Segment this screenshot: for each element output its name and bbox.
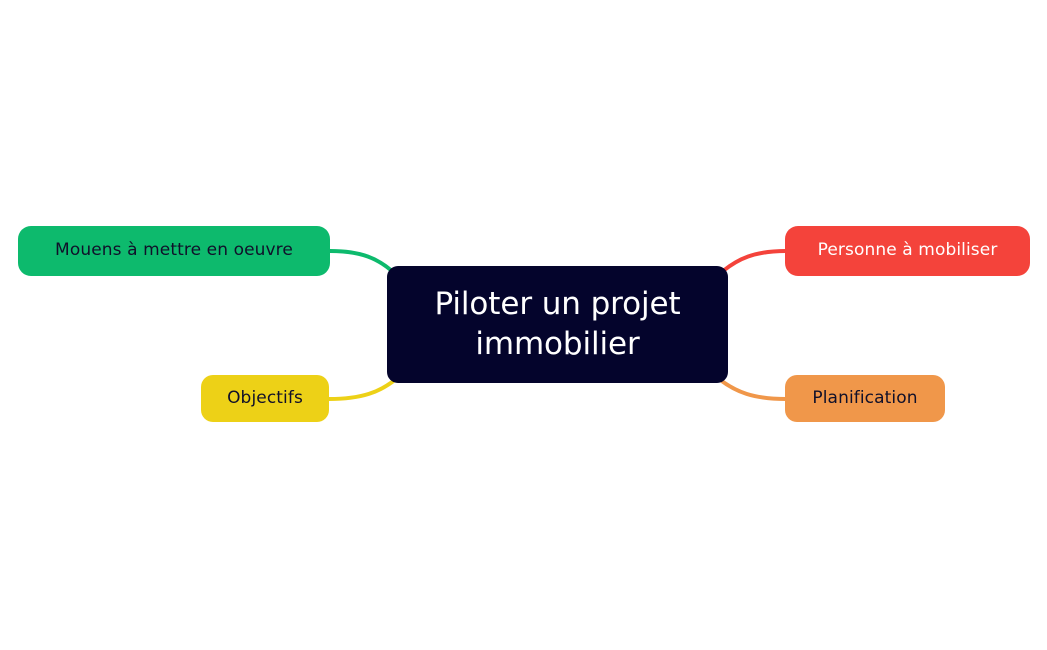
connector-planification	[717, 377, 788, 401]
connector-objectifs	[327, 377, 398, 401]
mindmap-branch-personne[interactable]: Personne à mobiliser	[785, 226, 1030, 276]
mindmap-root-label-line1: Piloter un projet	[434, 285, 681, 322]
mindmap-branch-personne-label: Personne à mobiliser	[817, 240, 998, 261]
connector-moyens	[328, 249, 394, 273]
mindmap-root-label-line2: immobilier	[475, 325, 640, 362]
mindmap-branch-objectifs[interactable]: Objectifs	[201, 375, 329, 422]
mindmap-branch-moyens-label: Mouens à mettre en oeuvre	[55, 240, 293, 261]
mindmap-root-label: Piloter un projet immobilier	[418, 285, 696, 364]
mindmap-root-node[interactable]: Piloter un projet immobilier	[387, 266, 728, 383]
mindmap-branch-planification-label: Planification	[812, 387, 918, 408]
mindmap-branch-planification[interactable]: Planification	[785, 375, 945, 422]
mindmap-branch-moyens[interactable]: Mouens à mettre en oeuvre	[18, 226, 330, 276]
mindmap-branch-objectifs-label: Objectifs	[227, 387, 303, 408]
connector-personne	[721, 249, 788, 273]
